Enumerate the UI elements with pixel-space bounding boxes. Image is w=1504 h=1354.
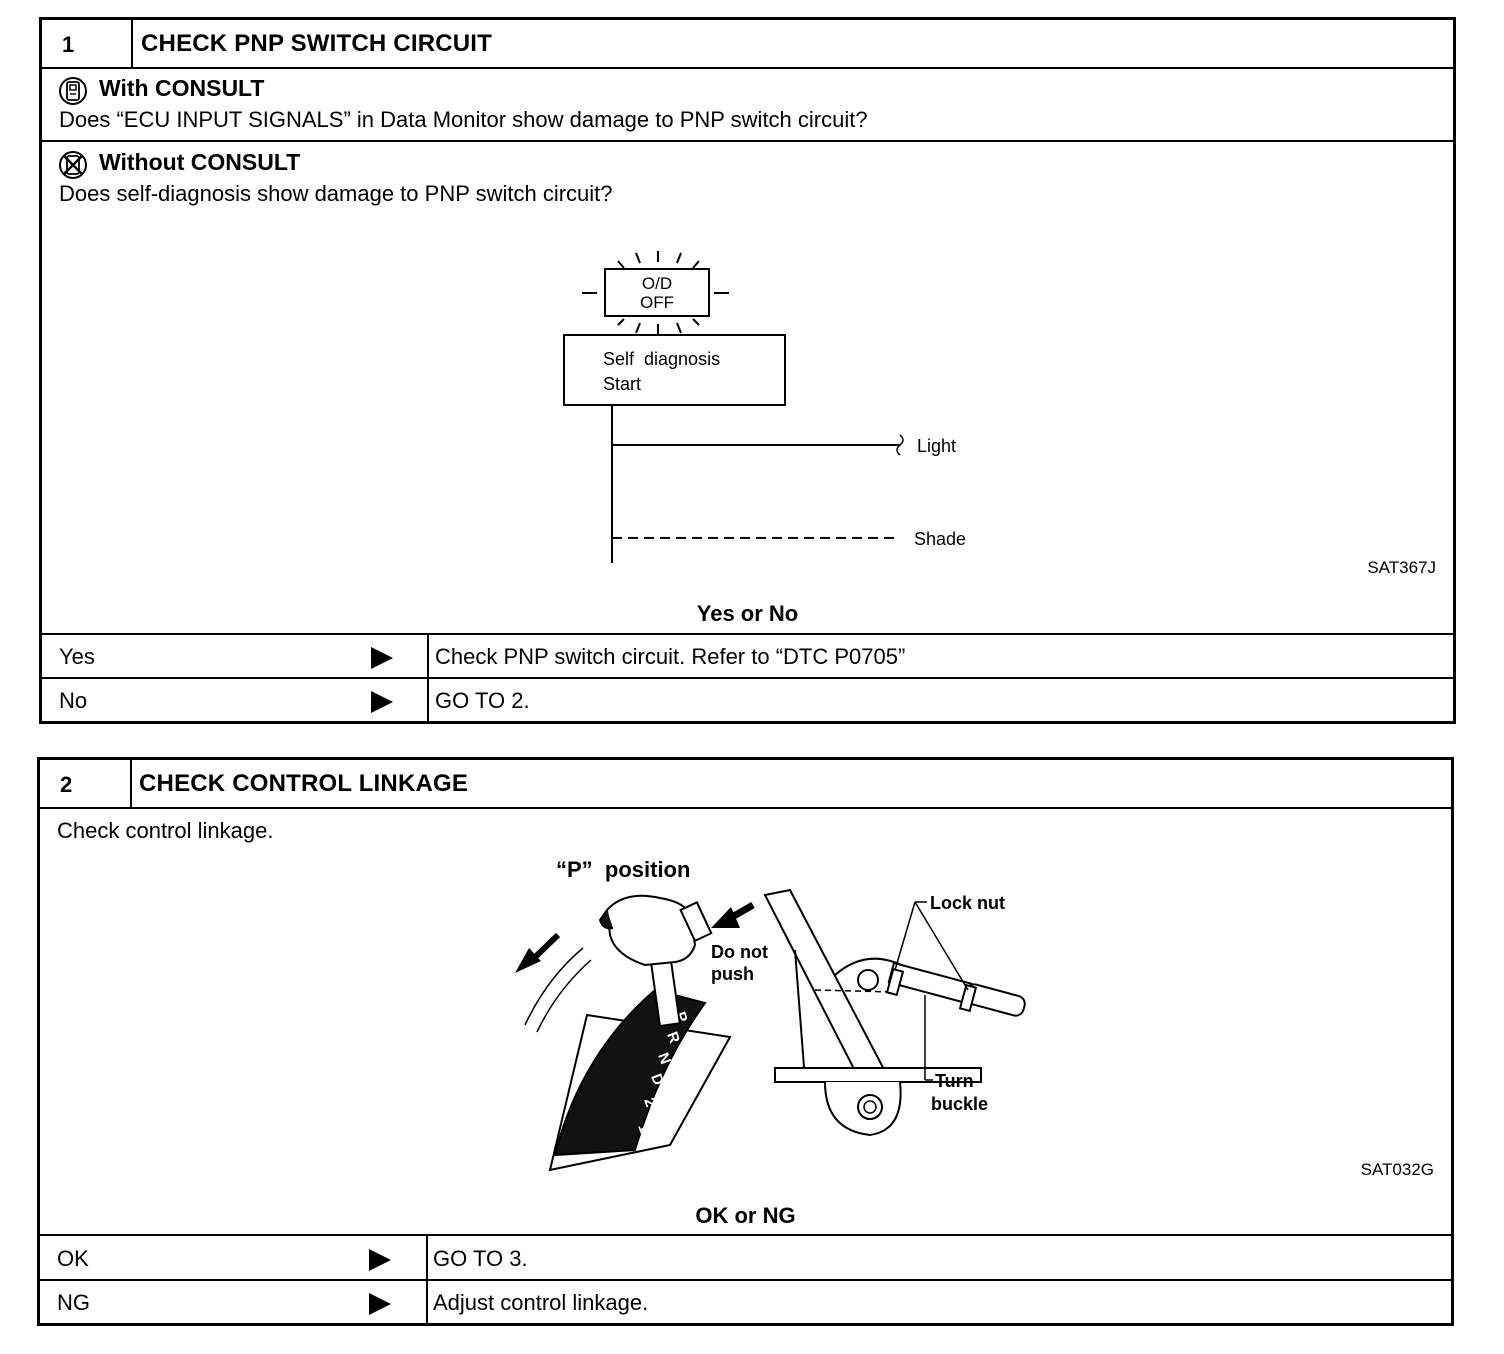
result-yes-action: Check PNP switch circuit. Refer to “DTC … bbox=[435, 644, 906, 669]
lever-pin bbox=[857, 969, 879, 991]
step-1-header-rule bbox=[42, 67, 1453, 69]
result-ng-label: NG bbox=[57, 1290, 90, 1315]
lamp-rays bbox=[582, 251, 729, 335]
step-1-number: 1 bbox=[62, 32, 75, 57]
lamp-line-2: OFF bbox=[640, 293, 674, 312]
consult-tool-icon bbox=[59, 77, 87, 105]
result-ok-arrow bbox=[369, 1249, 391, 1271]
result-ng-action: Adjust control linkage. bbox=[433, 1290, 649, 1315]
self-diagnosis-figure: O/D OFF Self diagnosis Start Light Shade bbox=[563, 251, 966, 563]
step-1-section-rule bbox=[42, 140, 1453, 142]
lock-nut-2 bbox=[958, 983, 978, 1013]
lever-knob-button bbox=[679, 901, 713, 943]
step-1-title: CHECK PNP SWITCH CIRCUIT bbox=[141, 30, 493, 57]
step-1-header-divider bbox=[131, 20, 133, 67]
step-2-header-divider bbox=[130, 760, 132, 807]
light-break bbox=[896, 434, 904, 456]
step-2-result-rule-2 bbox=[40, 1279, 1451, 1281]
lock-nut-1 bbox=[885, 967, 905, 997]
push-arrow bbox=[711, 901, 755, 928]
step-2-number: 2 bbox=[60, 772, 73, 797]
step-1-question: Yes or No bbox=[696, 601, 799, 626]
self-diagnosis-box bbox=[563, 334, 786, 406]
box-line-2: Start bbox=[603, 374, 641, 394]
step-2-text: Check control linkage. bbox=[57, 818, 274, 843]
step-2-question: OK or NG bbox=[695, 1203, 796, 1228]
p-position-label: “P” position bbox=[556, 857, 690, 882]
step-2-header-rule bbox=[40, 807, 1451, 809]
od-off-lamp bbox=[604, 268, 710, 317]
with-consult-text: Does “ECU INPUT SIGNALS” in Data Monitor… bbox=[59, 107, 868, 132]
step-2-box: 2 CHECK CONTROL LINKAGE Check control li… bbox=[37, 757, 1454, 1326]
step-2-result-rule-1 bbox=[40, 1234, 1451, 1236]
turn-buckle-rod bbox=[887, 961, 973, 1005]
step-1-result-rule-2 bbox=[42, 677, 1453, 679]
box-line-1: Self diagnosis bbox=[603, 349, 720, 369]
control-linkage-figure: “P” position P R N D 2 1 Do not bbox=[515, 857, 1026, 1172]
result-yes-label: Yes bbox=[59, 644, 95, 669]
step-2-title: CHECK CONTROL LINKAGE bbox=[139, 770, 469, 797]
step-1-box: 1 CHECK PNP SWITCH CIRCUIT With CONSULT … bbox=[39, 17, 1456, 724]
no-consult-tool-icon bbox=[59, 151, 87, 179]
turn-label: Turn bbox=[935, 1071, 974, 1091]
result-no-label: No bbox=[59, 688, 88, 713]
without-consult-text: Does self-diagnosis show damage to PNP s… bbox=[59, 181, 613, 206]
push-label: push bbox=[711, 964, 754, 984]
figure-code-2: SAT032G bbox=[1360, 1160, 1434, 1179]
figure-code-1: SAT367J bbox=[1367, 558, 1436, 577]
result-yes-arrow bbox=[371, 647, 393, 669]
do-not-label: Do not bbox=[711, 942, 768, 962]
shade-label: Shade bbox=[914, 529, 966, 549]
pull-arrow bbox=[515, 932, 592, 1033]
result-ok-label: OK bbox=[57, 1246, 89, 1271]
without-consult-heading: Without CONSULT bbox=[99, 149, 301, 175]
result-ng-arrow bbox=[369, 1293, 391, 1315]
lock-nut-label: Lock nut bbox=[930, 893, 1005, 913]
with-consult-heading: With CONSULT bbox=[99, 75, 265, 101]
light-label: Light bbox=[917, 436, 956, 456]
result-no-action: GO TO 2. bbox=[435, 688, 530, 713]
result-ok-action: GO TO 3. bbox=[433, 1246, 528, 1271]
linkage-frame bbox=[794, 949, 806, 1081]
lamp-line-1: O/D bbox=[642, 274, 672, 293]
hand bbox=[605, 894, 697, 967]
buckle-label: buckle bbox=[931, 1094, 988, 1114]
pivot-bolt bbox=[857, 1094, 883, 1120]
result-no-arrow bbox=[371, 691, 393, 713]
step-1-result-rule-1 bbox=[42, 633, 1453, 635]
